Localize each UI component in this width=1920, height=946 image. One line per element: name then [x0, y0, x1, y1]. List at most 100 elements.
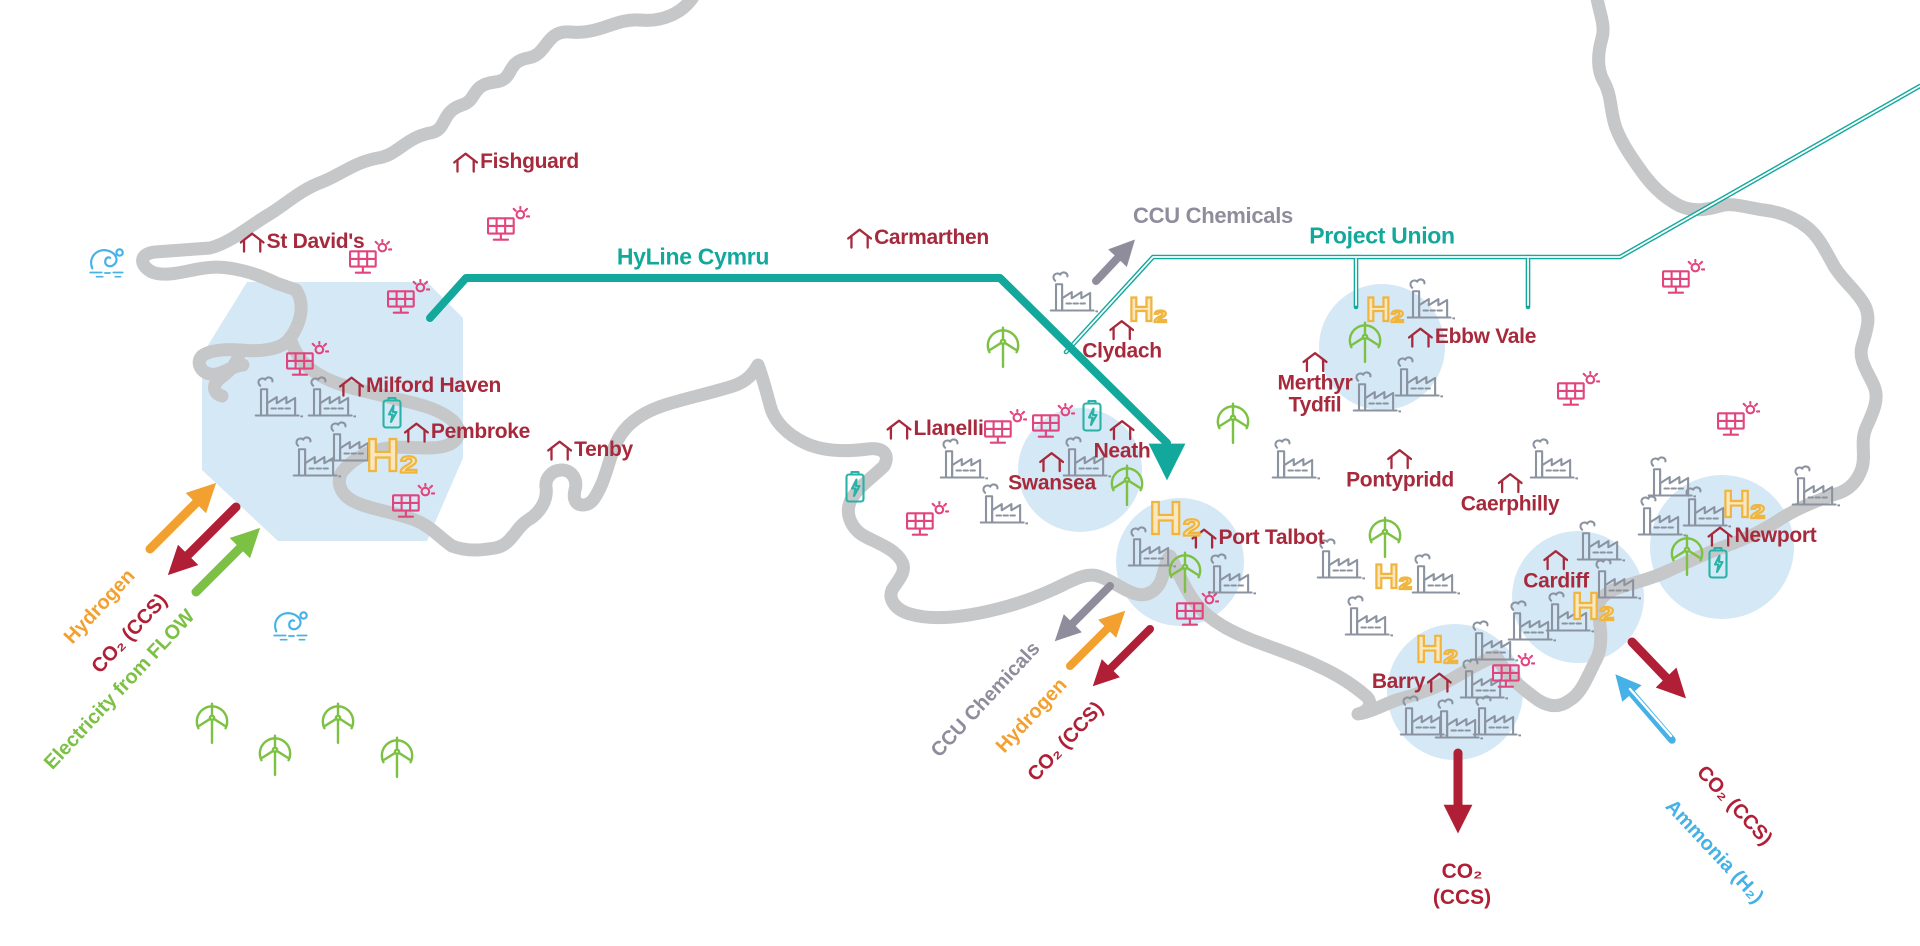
solar-icon	[905, 501, 949, 539]
town-pembroke: Pembroke	[404, 419, 531, 443]
flow-arrows	[145, 239, 1686, 834]
town-neath: Neath	[1094, 419, 1151, 462]
flow-label-barry-co2-line1: CO₂	[1441, 860, 1483, 883]
solar-icon	[486, 206, 530, 244]
town-newport: Newport	[1708, 523, 1817, 547]
town-port-talbot: Port Talbot	[1192, 525, 1325, 549]
town-label: Ebbw Vale	[1434, 324, 1537, 348]
house-icon	[453, 151, 478, 172]
h2-marker: H₂	[1365, 291, 1406, 329]
factory-icon	[1399, 277, 1455, 323]
town-label: Pembroke	[430, 419, 531, 443]
house-icon	[847, 227, 872, 248]
town-label: Tenby	[574, 437, 633, 461]
turbine-icon	[377, 734, 417, 780]
town-caerphilly: Caerphilly	[1461, 472, 1560, 515]
turbine-icon	[192, 700, 232, 746]
h2-marker: H₂	[1571, 586, 1617, 628]
factory-icon	[1337, 594, 1393, 640]
arrow-ammonia-severn	[1615, 674, 1676, 744]
factory-icon	[1465, 694, 1521, 740]
house-icon	[1039, 451, 1064, 472]
house-icon	[1387, 448, 1412, 469]
town-ebbw-vale: Ebbw Vale	[1408, 324, 1537, 348]
solar-icon	[1661, 259, 1705, 297]
flow-label-port-talbot-ccu: CCU Chemicals	[926, 637, 1045, 762]
town-cardiff: Cardiff	[1523, 549, 1589, 592]
solar-icon	[285, 341, 329, 379]
town-swansea: Swansea	[1008, 451, 1096, 494]
h2-marker: H₂	[1373, 558, 1414, 596]
town-fishguard: Fishguard	[453, 149, 579, 173]
house-icon	[339, 375, 364, 396]
solar-icon	[386, 279, 430, 317]
turbine-icon	[1365, 514, 1405, 560]
battery-icon	[1707, 546, 1729, 580]
town-st-davids: St David's	[240, 229, 365, 253]
northwest-coast	[136, 0, 699, 297]
project-union-label: Project Union	[1309, 222, 1455, 249]
factory-icon	[932, 437, 988, 483]
h2-marker: H₂	[1128, 291, 1169, 329]
arrow-hydrogen-port-talbot	[1066, 610, 1126, 670]
town-label: Caerphilly	[1460, 492, 1560, 516]
h2-marker: H₂	[1148, 492, 1203, 544]
town-clydach: Clydach	[1082, 319, 1162, 362]
solar-icon	[983, 409, 1027, 447]
wave-icon	[87, 245, 129, 279]
town-label: Port Talbot	[1218, 525, 1325, 549]
turbine-icon	[1165, 549, 1205, 595]
house-icon	[1427, 671, 1452, 692]
h2-marker: H₂	[1415, 629, 1461, 671]
coastline	[136, 0, 1883, 721]
factory-icon	[247, 375, 303, 421]
town-carmarthen: Carmarthen	[847, 225, 989, 249]
factory-icon	[1784, 464, 1840, 510]
house-icon	[1109, 419, 1134, 440]
town-label: Milford Haven	[366, 373, 501, 397]
h2-marker: H₂	[365, 429, 420, 481]
town-milford-haven: Milford Haven	[339, 373, 501, 397]
house-icon	[1302, 351, 1327, 372]
ccu-chemicals-north-label: CCU Chemicals	[1133, 203, 1293, 228]
factory-icon	[1042, 270, 1098, 316]
south-coast-and-border	[445, 0, 1883, 721]
battery-icon	[381, 396, 403, 430]
town-label: Carmarthen	[874, 225, 989, 249]
solar-icon	[1491, 653, 1535, 691]
town-llanelli: Llanelli	[887, 416, 984, 440]
battery-icon	[844, 470, 866, 504]
arrow-co2-port-talbot	[1092, 625, 1154, 687]
hyline-cymru-pipeline	[426, 274, 1186, 481]
house-icon	[1408, 326, 1433, 347]
turbine-icon	[1213, 400, 1253, 446]
town-barry: Barry	[1372, 670, 1452, 693]
milford-estuary-main	[283, 331, 465, 553]
house-icon	[547, 439, 572, 460]
solar-icon	[1716, 401, 1760, 439]
town-label: Fishguard	[480, 149, 579, 173]
factory-icon	[1264, 437, 1320, 483]
town-label: Pontypridd	[1346, 468, 1454, 492]
factory-icon	[1387, 355, 1443, 401]
arrow-ccu-north	[1092, 239, 1136, 285]
town-tenby: Tenby	[547, 437, 633, 461]
solar-icon	[1031, 403, 1075, 441]
house-icon	[1708, 525, 1733, 546]
turbine-icon	[983, 324, 1023, 370]
turbine-icon	[1667, 532, 1707, 578]
town-label: Newport	[1734, 523, 1817, 547]
town-label: Llanelli	[913, 416, 984, 440]
factory-icon	[1404, 552, 1460, 598]
solar-icon	[1556, 371, 1600, 409]
house-icon	[887, 418, 912, 439]
turbine-icon	[1107, 462, 1147, 508]
town-label: St David's	[266, 229, 365, 253]
swansea-cluster	[1018, 408, 1142, 532]
town-pontypridd: Pontypridd	[1346, 448, 1454, 491]
